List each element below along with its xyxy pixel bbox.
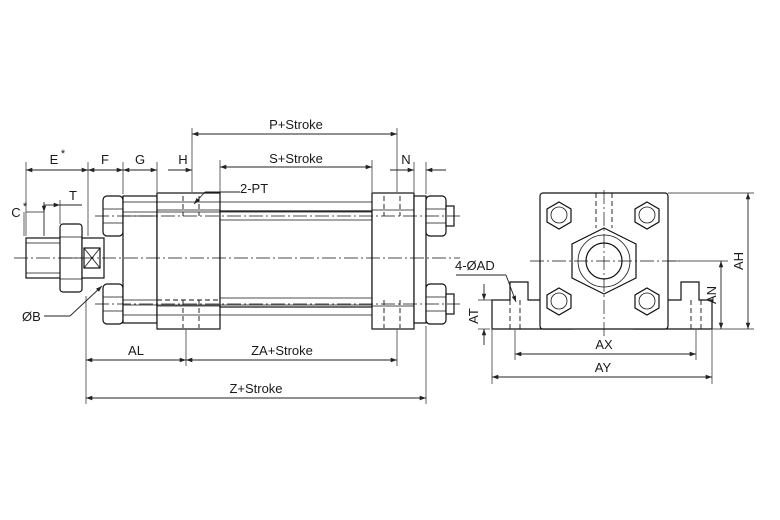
label-c-star: * (23, 201, 28, 213)
label-z-stroke: Z+Stroke (229, 381, 282, 396)
corner-nut-bl (546, 287, 572, 316)
label-n: N (401, 152, 410, 167)
end-dimensions: 4-ØAD AT AX AY AN AH (455, 192, 754, 384)
cylinder-tube (219, 210, 373, 308)
label-at: AT (466, 308, 481, 324)
label-ay: AY (595, 360, 612, 375)
label-b: ØB (22, 309, 41, 324)
label-g: G (135, 152, 145, 167)
side-dimensions: P+Stroke S+Stroke E * F G H N 2-PT (11, 117, 446, 404)
label-ax: AX (595, 337, 613, 352)
cap-cover (413, 195, 427, 324)
corner-nut-br (634, 287, 660, 316)
head-cover (122, 195, 158, 324)
head-block (156, 192, 221, 330)
label-ah: AH (731, 252, 746, 270)
side-view (14, 192, 460, 330)
label-an: AN (704, 286, 719, 304)
label-2-pt: 2-PT (240, 181, 268, 196)
label-t: T (69, 188, 77, 203)
corner-nut-tl (546, 201, 572, 230)
label-al: AL (128, 343, 144, 358)
end-view (491, 190, 713, 336)
cap-block (371, 192, 415, 330)
label-ad: 4-ØAD (455, 258, 495, 273)
label-e: E (50, 152, 59, 167)
label-f: F (101, 152, 109, 167)
label-h: H (178, 152, 187, 167)
corner-nut-tr (634, 201, 660, 230)
label-e-star: * (61, 148, 66, 160)
label-p-stroke: P+Stroke (269, 117, 323, 132)
label-s-stroke: S+Stroke (269, 151, 323, 166)
label-za-stroke: ZA+Stroke (251, 343, 313, 358)
label-c: C (11, 205, 20, 220)
